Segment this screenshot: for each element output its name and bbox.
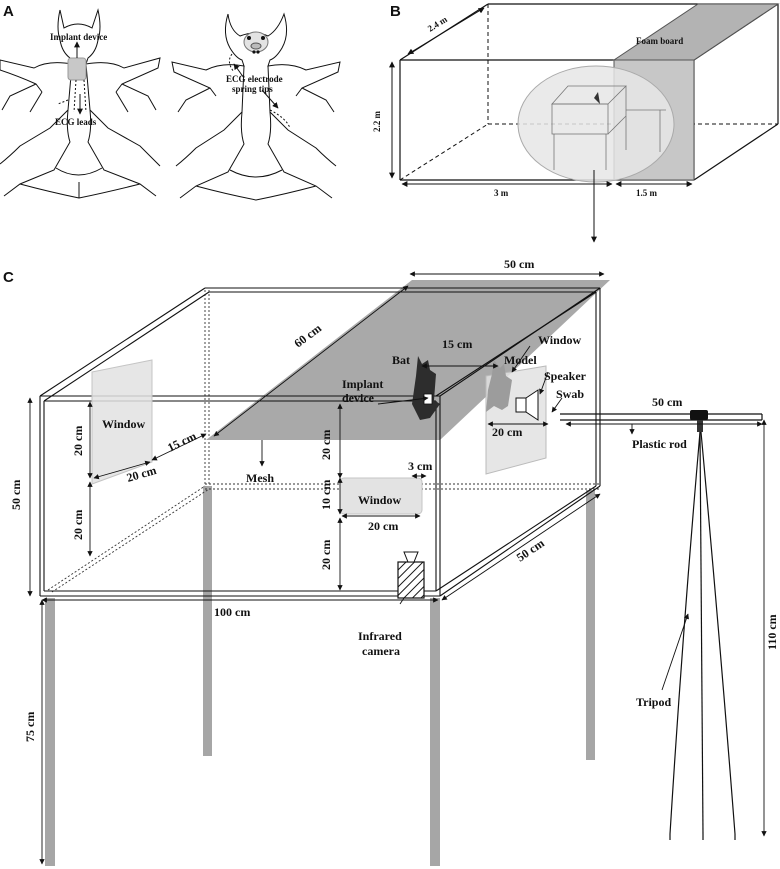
model-bat: [486, 360, 512, 412]
label-window-left: Window: [102, 417, 145, 431]
panel-c-label: C: [3, 269, 14, 286]
dim-leg-height: 75 cm: [23, 712, 37, 742]
bat-face: [243, 31, 269, 54]
label-window-middle: Window: [358, 493, 401, 507]
dim-foam-width: 1.5 m: [636, 188, 658, 198]
label-model: Model: [504, 353, 537, 367]
lead-right: [83, 79, 87, 113]
dim-enclosure-height: 50 cm: [9, 480, 23, 510]
electrode-path-upper: [228, 53, 235, 73]
dim-ten-cm: 10 cm: [319, 480, 333, 510]
label-ecg-electrode-2: spring tips: [232, 84, 273, 94]
bat-figure: [412, 356, 440, 420]
tripod-head: [690, 410, 708, 420]
dim-height: 2.2 m: [372, 111, 382, 133]
label-implant-line2: device: [342, 391, 375, 405]
panel-a: A Implant device ECG leads: [0, 3, 341, 201]
mini-bat: [594, 92, 600, 104]
electrode-path-lower: [269, 109, 291, 129]
dim-width: 3 m: [494, 188, 509, 198]
tripod-legs: [669, 431, 736, 840]
label-ecg-electrode-1: ECG electrode: [226, 74, 283, 84]
dim-middle-lower: 20 cm: [319, 540, 333, 570]
room-hidden-edges: [399, 4, 778, 181]
bat-implant-marker: [423, 393, 433, 405]
label-implant-line1: Implant: [342, 377, 383, 391]
dim-top-diagonal: 60 cm: [291, 321, 324, 350]
panel-b: B Foam board: [372, 3, 780, 243]
label-foam-board: Foam board: [636, 36, 683, 46]
foam-board-top: [612, 3, 780, 61]
label-ecg-leads: ECG leads: [55, 117, 97, 127]
label-speaker: Speaker: [544, 369, 587, 383]
enclosure-zoom-circle: [517, 65, 675, 183]
infrared-camera-icon: [397, 551, 425, 599]
implant-device-rect: [67, 57, 87, 81]
label-infrared-line1: Infrared: [358, 629, 402, 643]
label-implant-device: Implant device: [50, 32, 107, 42]
dim-speaker-distance: 20 cm: [492, 425, 522, 439]
label-bat: Bat: [392, 353, 410, 367]
dim-bat-model-gap: 15 cm: [442, 337, 472, 351]
plastic-rod: [560, 413, 763, 421]
dim-enclosure-length: 100 cm: [214, 605, 250, 619]
label-plastic-rod: Plastic rod: [632, 437, 687, 451]
bat-outline-right: [171, 12, 341, 201]
dim-middle-window-width: 20 cm: [368, 519, 398, 533]
panel-c: C: [3, 257, 779, 866]
dim-rod-length: 50 cm: [652, 395, 682, 409]
dim-left-window-offset: 15 cm: [165, 429, 198, 455]
label-swab: Swab: [556, 387, 584, 401]
label-infrared-line2: camera: [362, 644, 400, 658]
dim-three-cm: 3 cm: [408, 459, 432, 473]
enclosure-mini: [551, 85, 666, 170]
label-tripod: Tripod: [636, 695, 671, 709]
panel-b-label: B: [390, 3, 401, 20]
dim-tripod-height: 110 cm: [765, 614, 779, 650]
label-window-right: Window: [538, 333, 581, 347]
dim-top-width: 50 cm: [504, 257, 534, 271]
bat-outline-left: [0, 8, 161, 199]
label-mesh: Mesh: [246, 471, 274, 485]
speaker-icon: [515, 389, 539, 421]
lead-left: [73, 79, 77, 113]
dim-left-lower: 20 cm: [71, 510, 85, 540]
panel-a-label: A: [3, 3, 14, 20]
dim-left-window-height: 20 cm: [71, 426, 85, 456]
dim-middle-upper: 20 cm: [319, 430, 333, 460]
table-legs: [45, 486, 595, 866]
